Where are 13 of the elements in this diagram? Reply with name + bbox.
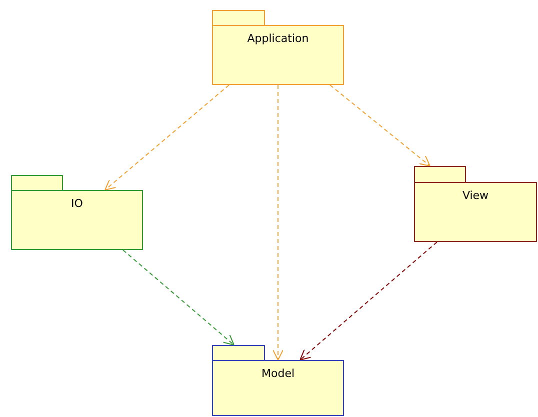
dependency-arrow [104, 84, 230, 190]
package-folder [212, 10, 344, 85]
package-name: Application [247, 32, 309, 45]
dependency-arrow [330, 84, 430, 166]
dependency-arrow [122, 250, 234, 346]
package-name: View [462, 189, 489, 202]
package-folder [414, 166, 537, 242]
package-folder [212, 345, 344, 416]
package-name: Model [261, 367, 295, 380]
dependency-arrow [300, 242, 438, 360]
dependency-arrow [272, 84, 284, 360]
package-folder [11, 175, 143, 250]
package-name: IO [71, 197, 83, 210]
